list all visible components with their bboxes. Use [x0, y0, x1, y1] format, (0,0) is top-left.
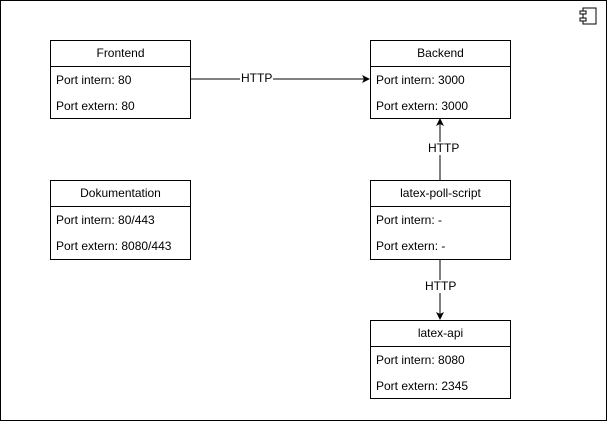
- component-latex-api[interactable]: latex-api Port intern: 8080 Port extern:…: [370, 320, 511, 399]
- component-icon: [579, 7, 597, 25]
- component-dokumentation[interactable]: Dokumentation Port intern: 80/443 Port e…: [50, 180, 191, 260]
- component-title: Frontend: [51, 41, 190, 67]
- port-intern: Port intern: -: [376, 213, 443, 227]
- port-extern: Port extern: 8080/443: [56, 239, 172, 253]
- component-title: latex-poll-script: [371, 181, 510, 207]
- edge-label-frontend-backend: HTTP: [240, 71, 274, 85]
- component-backend[interactable]: Backend Port intern: 3000 Port extern: 3…: [370, 40, 511, 119]
- port-extern: Port extern: 3000: [376, 99, 469, 113]
- port-extern: Port extern: 2345: [376, 379, 469, 393]
- component-title: latex-api: [371, 321, 510, 347]
- component-latex-poll-script[interactable]: latex-poll-script Port intern: - Port ex…: [370, 180, 511, 260]
- port-extern: Port extern: 80: [56, 99, 135, 113]
- component-title: Dokumentation: [51, 181, 190, 207]
- port-intern: Port intern: 3000: [376, 73, 465, 87]
- edge-label-poll-api: HTTP: [424, 279, 458, 293]
- component-frontend[interactable]: Frontend Port intern: 80 Port extern: 80: [50, 40, 191, 119]
- port-extern: Port extern: -: [376, 239, 446, 253]
- component-title: Backend: [371, 41, 510, 67]
- port-intern: Port intern: 80/443: [56, 213, 155, 227]
- edge-label-poll-backend: HTTP: [427, 141, 461, 155]
- port-intern: Port intern: 80: [56, 73, 132, 87]
- port-intern: Port intern: 8080: [376, 353, 465, 367]
